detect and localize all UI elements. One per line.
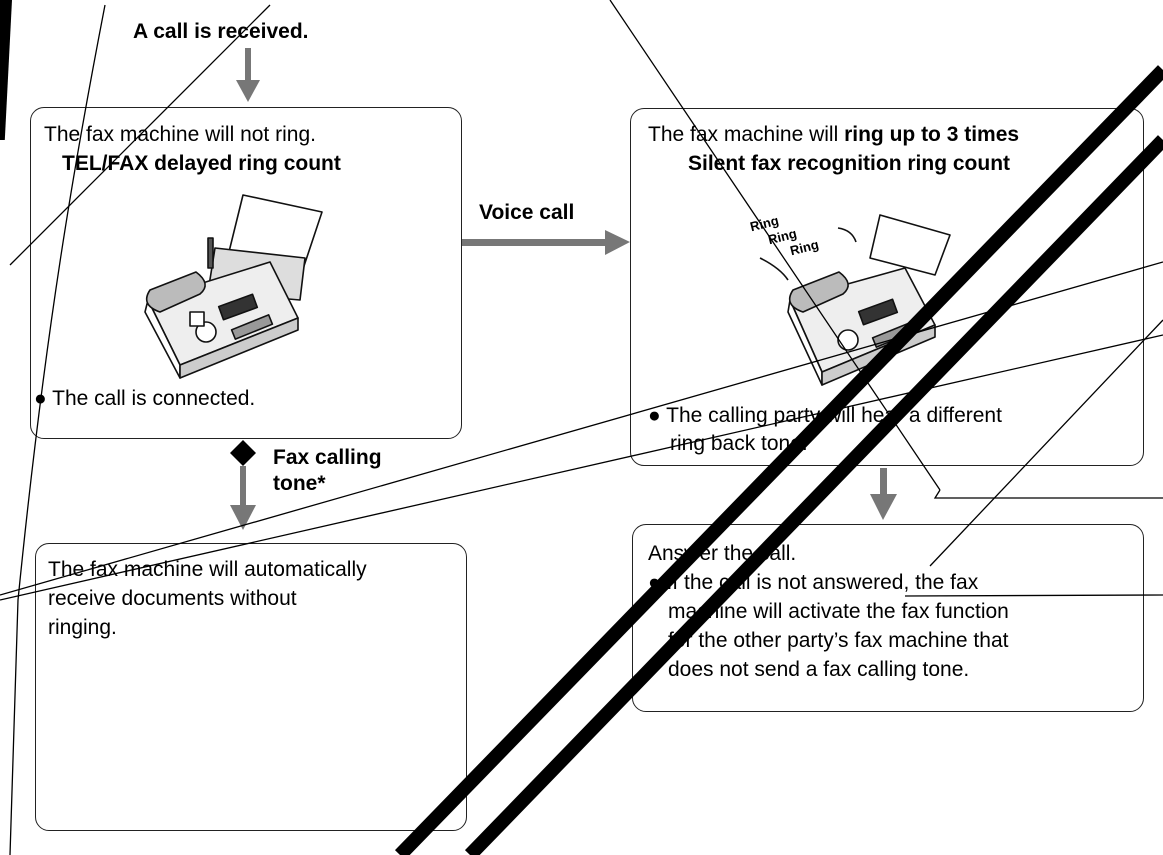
voice-call-label: Voice call [479, 201, 575, 224]
ring-up-bold: ring up to 3 times [844, 123, 1020, 146]
fax-tone-label-1: Fax calling [273, 446, 382, 469]
arrow-right-voice [462, 230, 630, 255]
box-auto-receive [35, 543, 467, 831]
not-answered-text-4: does not send a fax calling tone. [668, 658, 970, 681]
arrow-down-start [236, 48, 260, 102]
auto-receive-text-3: ringing. [48, 616, 117, 639]
not-answered-text-2: machine will activate the fax function [668, 600, 1009, 623]
box-answer-call [632, 524, 1144, 712]
fax-machine-left-icon [144, 194, 323, 379]
auto-receive-text-2: receive documents without [48, 587, 297, 610]
call-connected-text: The call is connected. [52, 387, 256, 410]
ring-up-text: The fax machine will ring up to 3 times [648, 123, 1019, 147]
auto-receive-text-1: The fax machine will automatically [48, 558, 367, 581]
no-ring-text: The fax machine will not ring. [44, 123, 316, 146]
overlay-thick-bars [394, 65, 1163, 855]
fax-tone-label-2: tone* [273, 472, 326, 495]
start-label: A call is received. [133, 20, 309, 43]
delayed-ring-count-label: TEL/FAX delayed ring count [62, 152, 341, 175]
not-answered-text-3: for the other party’s fax machine that [668, 629, 1009, 652]
arrow-down-answer [870, 468, 897, 520]
ring-back-text-2: ring back tone. [670, 432, 808, 455]
arrow-down-fax-tone [230, 440, 256, 530]
bullet-icon: ● [648, 404, 661, 427]
ring-up-prefix: The fax machine will [648, 123, 845, 146]
silent-fax-label: Silent fax recognition ring count [688, 152, 1011, 175]
fax-machine-right-icon [759, 214, 951, 386]
